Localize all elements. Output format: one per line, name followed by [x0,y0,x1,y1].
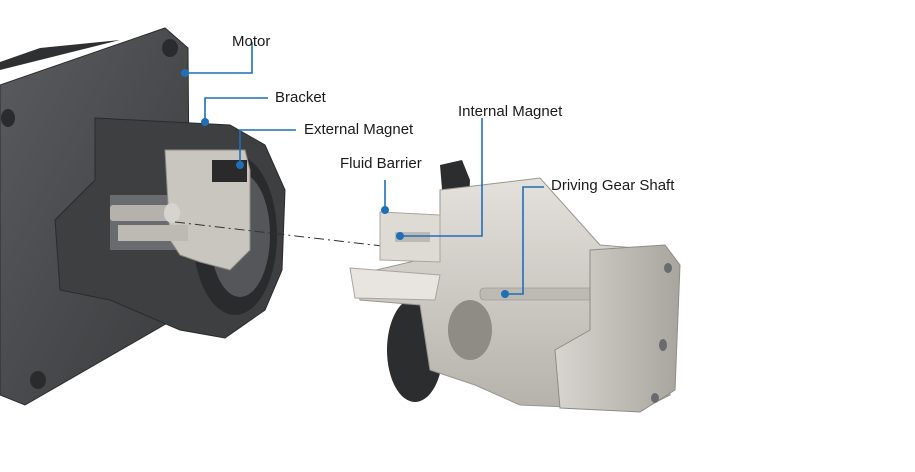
label-fluid-barrier: Fluid Barrier [340,155,422,172]
pump-bore [448,300,492,360]
pump-part [349,160,681,413]
leader-driving-gear-shaft [505,186,544,295]
pump-end-cap [554,244,681,413]
external-magnet-part [118,149,251,271]
leader-dots [181,69,509,298]
motor-hole-left [1,109,15,127]
leader-external-magnet [239,129,296,165]
label-driving-gear-shaft: Driving Gear Shaft [551,177,675,194]
label-motor: Motor [232,33,271,50]
leader-motor [185,42,253,74]
label-internal-magnet: Internal Magnet [458,103,563,120]
label-bracket: Bracket [275,89,326,106]
motor-hole-bottom [30,371,46,389]
leader-internal-magnet [400,118,483,237]
motor-shaft [110,203,180,223]
motor-hole-top [162,39,178,57]
leader-lines [185,42,544,295]
label-external-magnet: External Magnet [304,121,414,138]
leader-bracket [204,97,268,122]
